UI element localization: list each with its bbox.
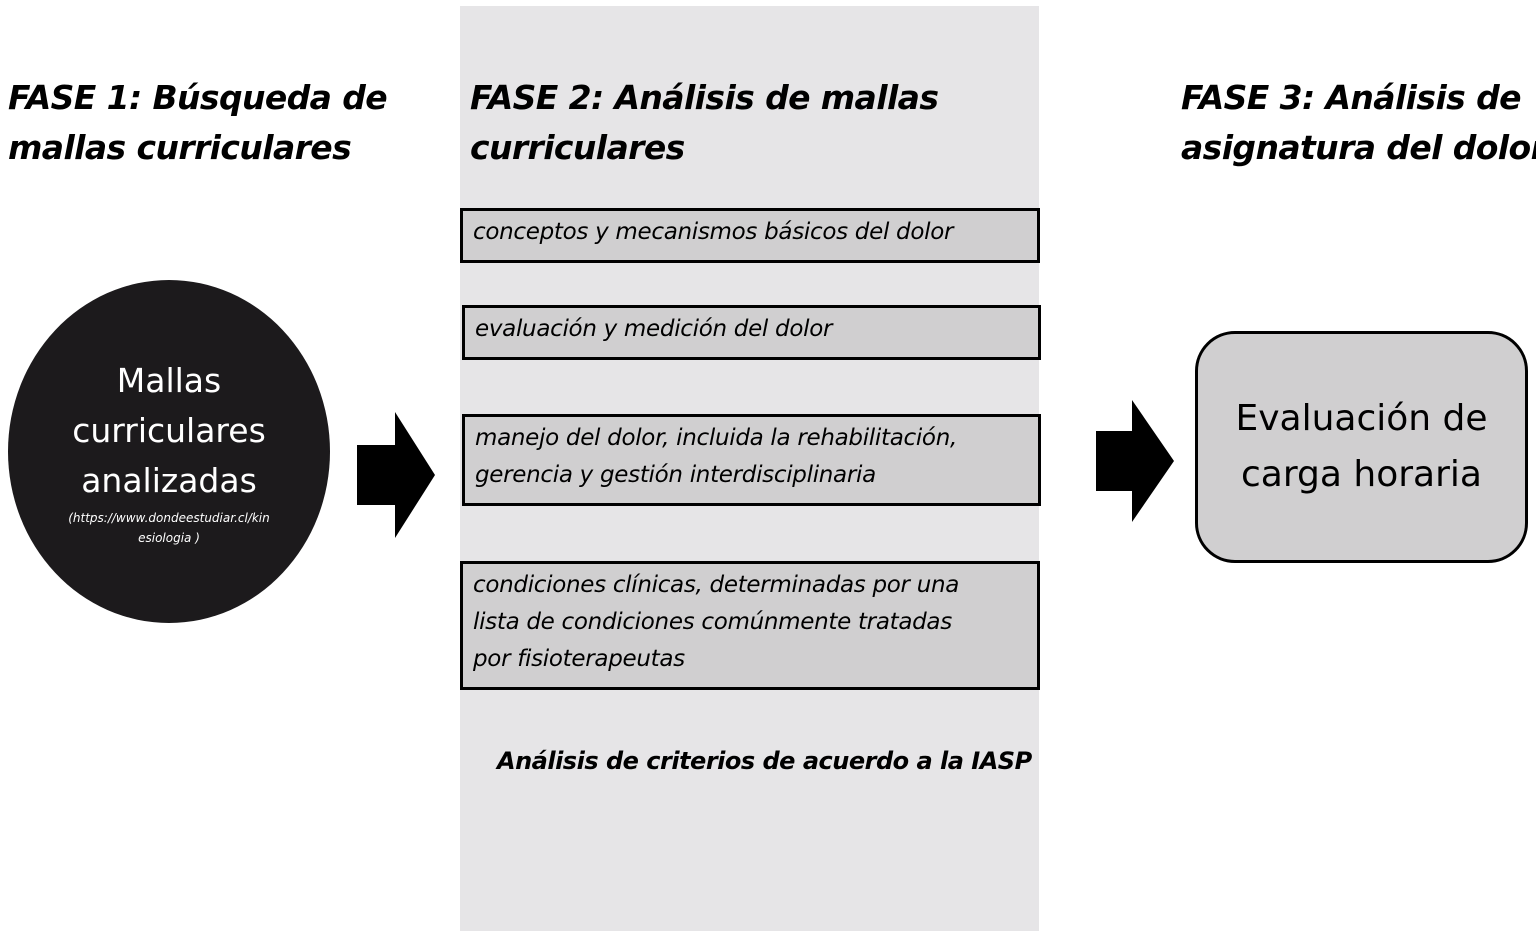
phase2-title-line: curriculares (470, 128, 685, 167)
criterion-box: condiciones clínicas, determinadas por u… (460, 561, 1040, 690)
phase2-title-line: FASE 2: Análisis de mallas (470, 78, 939, 117)
criterion-text: gerencia y gestión interdisciplinaria (475, 462, 876, 488)
circle-label-line: Mallas (116, 361, 222, 400)
curricula-circle: Mallas curriculares analizadas (https://… (8, 280, 330, 623)
criterion-text: evaluación y medición del dolor (475, 316, 833, 342)
criterion-box: evaluación y medición del dolor (462, 305, 1041, 360)
criterion-text: manejo del dolor, incluida la rehabilita… (475, 425, 957, 451)
result-box: Evaluación de carga horaria (1195, 331, 1528, 563)
circle-label-line: analizadas (81, 461, 257, 500)
result-text: Evaluación de (1235, 398, 1488, 439)
phase1-title-line: mallas curriculares (8, 128, 352, 167)
criterion-box: conceptos y mecanismos básicos del dolor (460, 208, 1040, 263)
source-url: (https://www.dondeestudiar.cl/kinesiolog… (68, 511, 270, 545)
criterion-text: lista de condiciones comúnmente tratadas (473, 609, 952, 635)
circle-label: Mallas curriculares analizadas (8, 356, 330, 506)
phase3-title-line: asignatura del dolor (1181, 128, 1536, 167)
criteria-caption: Análisis de criterios de acuerdo a la IA… (497, 747, 1032, 775)
criterion-text: conceptos y mecanismos básicos del dolor (473, 219, 954, 245)
result-text: carga horaria (1241, 454, 1482, 495)
phase3-title-line: FASE 3: Análisis de (1181, 78, 1521, 117)
criterion-box: manejo del dolor, incluida la rehabilita… (462, 414, 1041, 506)
phase1-title-line: FASE 1: Búsqueda de (8, 78, 388, 117)
criterion-text: condiciones clínicas, determinadas por u… (473, 572, 960, 598)
phase2-title: FASE 2: Análisis de mallas curriculares (470, 73, 939, 173)
phase3-title: FASE 3: Análisis de asignatura del dolor (1181, 73, 1536, 173)
phase1-title: FASE 1: Búsqueda de mallas curriculares (8, 73, 388, 173)
criterion-text: por fisioterapeutas (473, 646, 685, 672)
circle-label-line: curriculares (72, 411, 266, 450)
right-arrow-icon (1096, 400, 1174, 522)
right-arrow-icon (357, 412, 435, 538)
